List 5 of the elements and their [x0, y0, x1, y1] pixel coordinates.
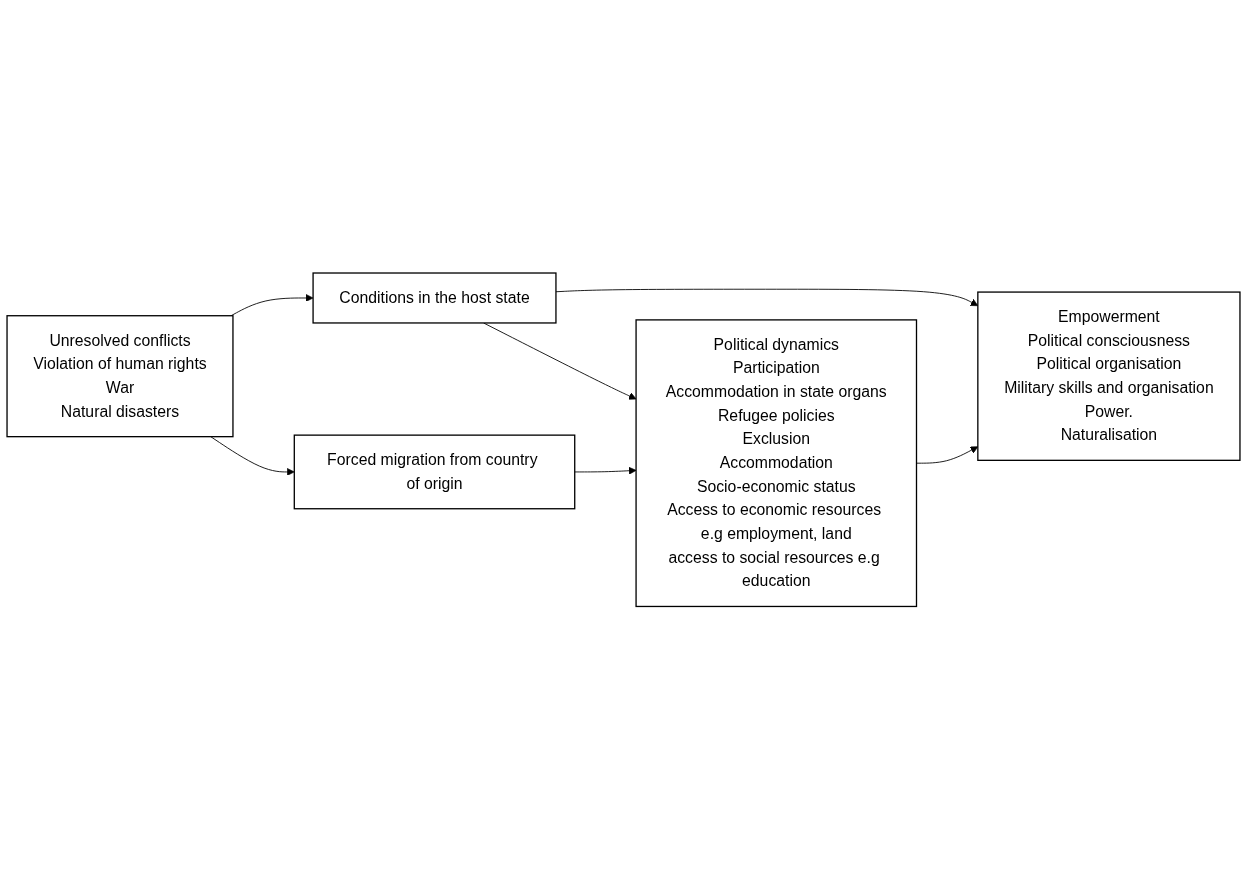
- node-box: Forced migration from country of origin: [293, 434, 576, 510]
- node-box: Unresolved conflicts Violation of human rights War Natural disasters: [6, 315, 234, 438]
- node-box: Conditions in the host state: [312, 272, 557, 324]
- node-box: Political dynamics Participation Accommodation in state organs Refugee policies Exclusion Accommodation Socio-economic status Access to economic resources e.g employment, land access to social resources e.g education: [635, 319, 918, 608]
- node-box: Empowerment Political consciousness Political organisation Military skills and organisation Power. Naturalisation: [977, 291, 1241, 462]
